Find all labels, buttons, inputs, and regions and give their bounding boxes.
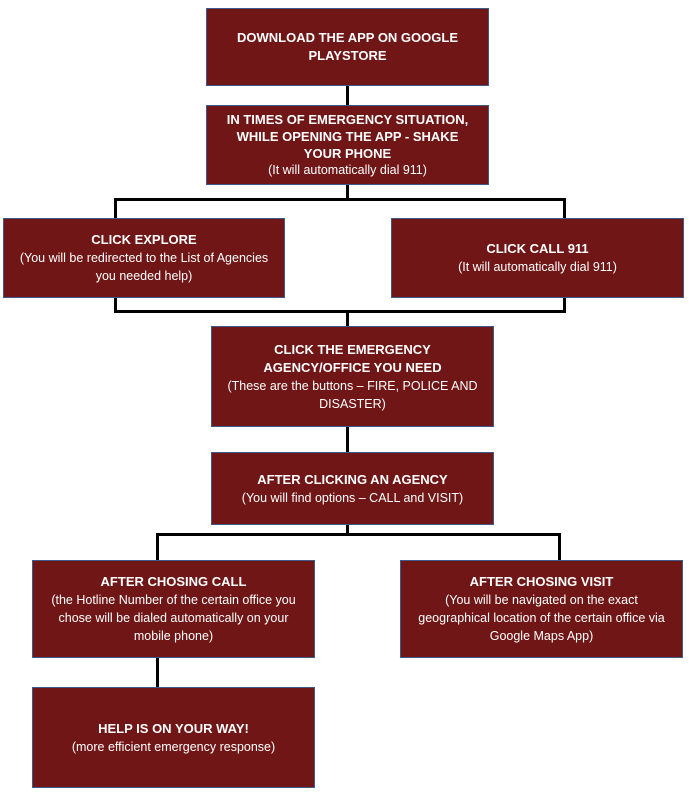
step-explore-title: CLICK EXPLORE	[91, 232, 197, 247]
step-after-agency-box: AFTER CLICKING AN AGENCY (You will find …	[211, 452, 494, 525]
connector-split-bottom	[156, 533, 561, 536]
step-after-call-box: AFTER CHOSING CALL (the Hotline Number o…	[32, 560, 315, 658]
step-help-note: (more efficient emergency response)	[71, 739, 276, 754]
connector-shake-stem	[346, 184, 349, 200]
step-shake-note: (It will automatically dial 911)	[268, 163, 427, 177]
step-download-title: DOWNLOAD THE APP ON GOOGLE PLAYSTORE	[236, 30, 458, 63]
step-download-box: DOWNLOAD THE APP ON GOOGLE PLAYSTORE	[206, 8, 489, 86]
connector-split-top	[114, 198, 566, 201]
connector-after-agency-stem	[346, 524, 349, 536]
connector-from-call911	[563, 297, 566, 313]
connector-to-after-visit	[558, 533, 561, 560]
connector-to-call911	[563, 198, 566, 218]
connector-to-after-call	[156, 533, 159, 560]
step-agency-box: CLICK THE EMERGENCY AGENCY/OFFICE YOU NE…	[211, 326, 494, 427]
step-call911-title: CLICK CALL 911	[486, 241, 589, 256]
step-after-call-title: AFTER CHOSING CALL	[100, 574, 247, 589]
step-after-agency-note: (You will find options – CALL and VISIT)	[241, 490, 464, 505]
step-after-visit-note: (You will be navigated on the exact geog…	[418, 593, 665, 643]
step-help-title: HELP IS ON YOUR WAY!	[98, 720, 249, 736]
step-after-visit-title: AFTER CHOSING VISIT	[469, 574, 614, 589]
step-agency-title: CLICK THE EMERGENCY AGENCY/OFFICE YOU NE…	[263, 341, 442, 375]
step-explore-box: CLICK EXPLORE (You will be redirected to…	[3, 218, 285, 298]
step-shake-box: IN TIMES OF EMERGENCY SITUATION, WHILE O…	[206, 105, 489, 185]
step-after-agency-title: AFTER CLICKING AN AGENCY	[257, 471, 448, 487]
step-after-visit-box: AFTER CHOSING VISIT (You will be navigat…	[400, 560, 683, 658]
connector-merge-to-agency	[346, 310, 349, 326]
step-after-call-note: (the Hotline Number of the certain offic…	[51, 593, 296, 643]
connector-download-shake	[346, 85, 349, 105]
step-agency-note: (These are the buttons – FIRE, POLICE AN…	[227, 378, 478, 411]
connector-from-explore	[114, 297, 117, 313]
connector-agency-after	[346, 426, 349, 452]
connector-to-explore	[114, 198, 117, 218]
step-call911-note: (It will automatically dial 911)	[458, 260, 617, 274]
step-help-box: HELP IS ON YOUR WAY! (more efficient eme…	[32, 687, 315, 788]
step-call911-box: CLICK CALL 911 (It will automatically di…	[391, 218, 684, 298]
step-shake-title: IN TIMES OF EMERGENCY SITUATION, WHILE O…	[226, 112, 469, 161]
step-explore-note: (You will be redirected to the List of A…	[19, 251, 269, 283]
connector-call-help	[156, 657, 159, 687]
connector-merge	[114, 310, 566, 313]
